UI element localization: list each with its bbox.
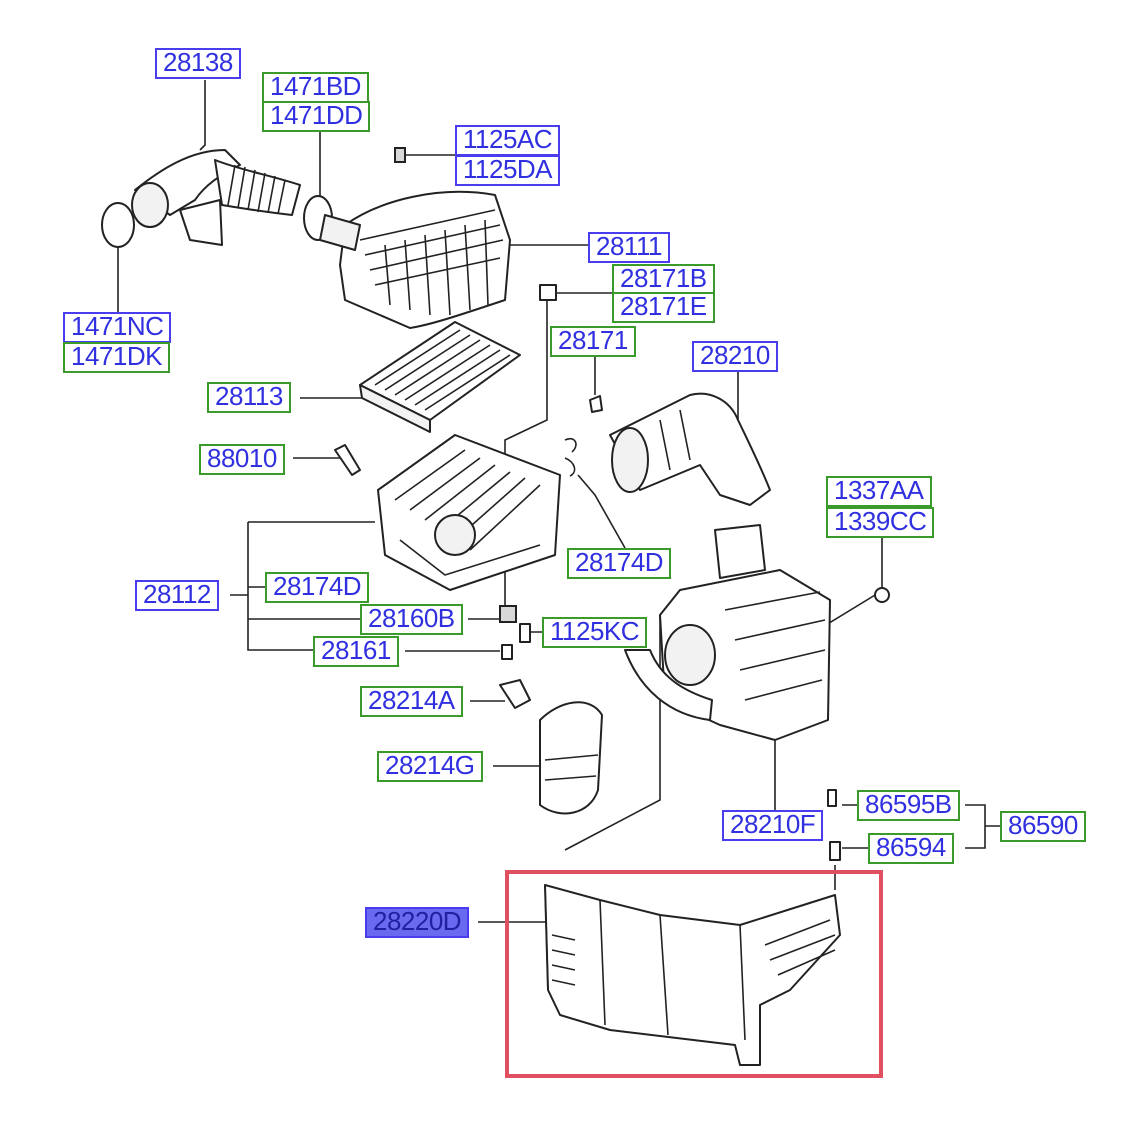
intake-hose-part xyxy=(101,149,333,248)
label-1125DA[interactable]: 1125DA xyxy=(455,155,561,186)
label-1337AA[interactable]: 1337AA xyxy=(826,476,932,507)
label-28161[interactable]: 28161 xyxy=(313,636,399,667)
label-28111[interactable]: 28111 xyxy=(588,232,670,263)
label-28112[interactable]: 28112 xyxy=(135,580,219,611)
label-1339CC[interactable]: 1339CC xyxy=(826,507,935,538)
label-28220D-selected[interactable]: 28220D xyxy=(365,907,470,938)
label-1471DK[interactable]: 1471DK xyxy=(63,342,170,373)
label-86590[interactable]: 86590 xyxy=(1000,811,1086,842)
label-28171B[interactable]: 28171B xyxy=(612,264,715,295)
bolts xyxy=(334,147,890,861)
label-86594[interactable]: 86594 xyxy=(868,833,954,864)
lower-hose-part xyxy=(539,701,603,815)
label-1125AC[interactable]: 1125AC xyxy=(455,125,561,156)
leader-lines xyxy=(117,80,1005,923)
resonator-part xyxy=(624,524,831,741)
label-28174D-right[interactable]: 28174D xyxy=(567,548,672,579)
label-1471BD[interactable]: 1471BD xyxy=(262,72,369,103)
label-28174D-left[interactable]: 28174D xyxy=(265,572,370,603)
label-28210[interactable]: 28210 xyxy=(692,341,778,372)
air-guide-part-28220D xyxy=(544,884,841,1066)
label-28171[interactable]: 28171 xyxy=(550,326,636,357)
label-28214G[interactable]: 28214G xyxy=(377,751,483,782)
air-cleaner-body-part xyxy=(377,434,561,591)
label-1125KC[interactable]: 1125KC xyxy=(542,617,648,648)
label-28171E[interactable]: 28171E xyxy=(612,292,715,323)
label-88010[interactable]: 88010 xyxy=(199,444,285,475)
label-1471DD[interactable]: 1471DD xyxy=(262,101,371,132)
filter-element-part xyxy=(359,321,521,433)
label-28214A[interactable]: 28214A xyxy=(360,686,463,717)
label-28113[interactable]: 28113 xyxy=(207,382,291,413)
selected-part-highlight xyxy=(505,870,883,1078)
label-28210F[interactable]: 28210F xyxy=(722,810,824,841)
label-28160B[interactable]: 28160B xyxy=(360,604,463,635)
air-cleaner-cover-part xyxy=(319,190,511,329)
label-28138[interactable]: 28138 xyxy=(155,48,241,79)
label-1471NC[interactable]: 1471NC xyxy=(63,312,172,343)
label-86595B[interactable]: 86595B xyxy=(857,790,960,821)
air-duct-part xyxy=(609,392,771,506)
